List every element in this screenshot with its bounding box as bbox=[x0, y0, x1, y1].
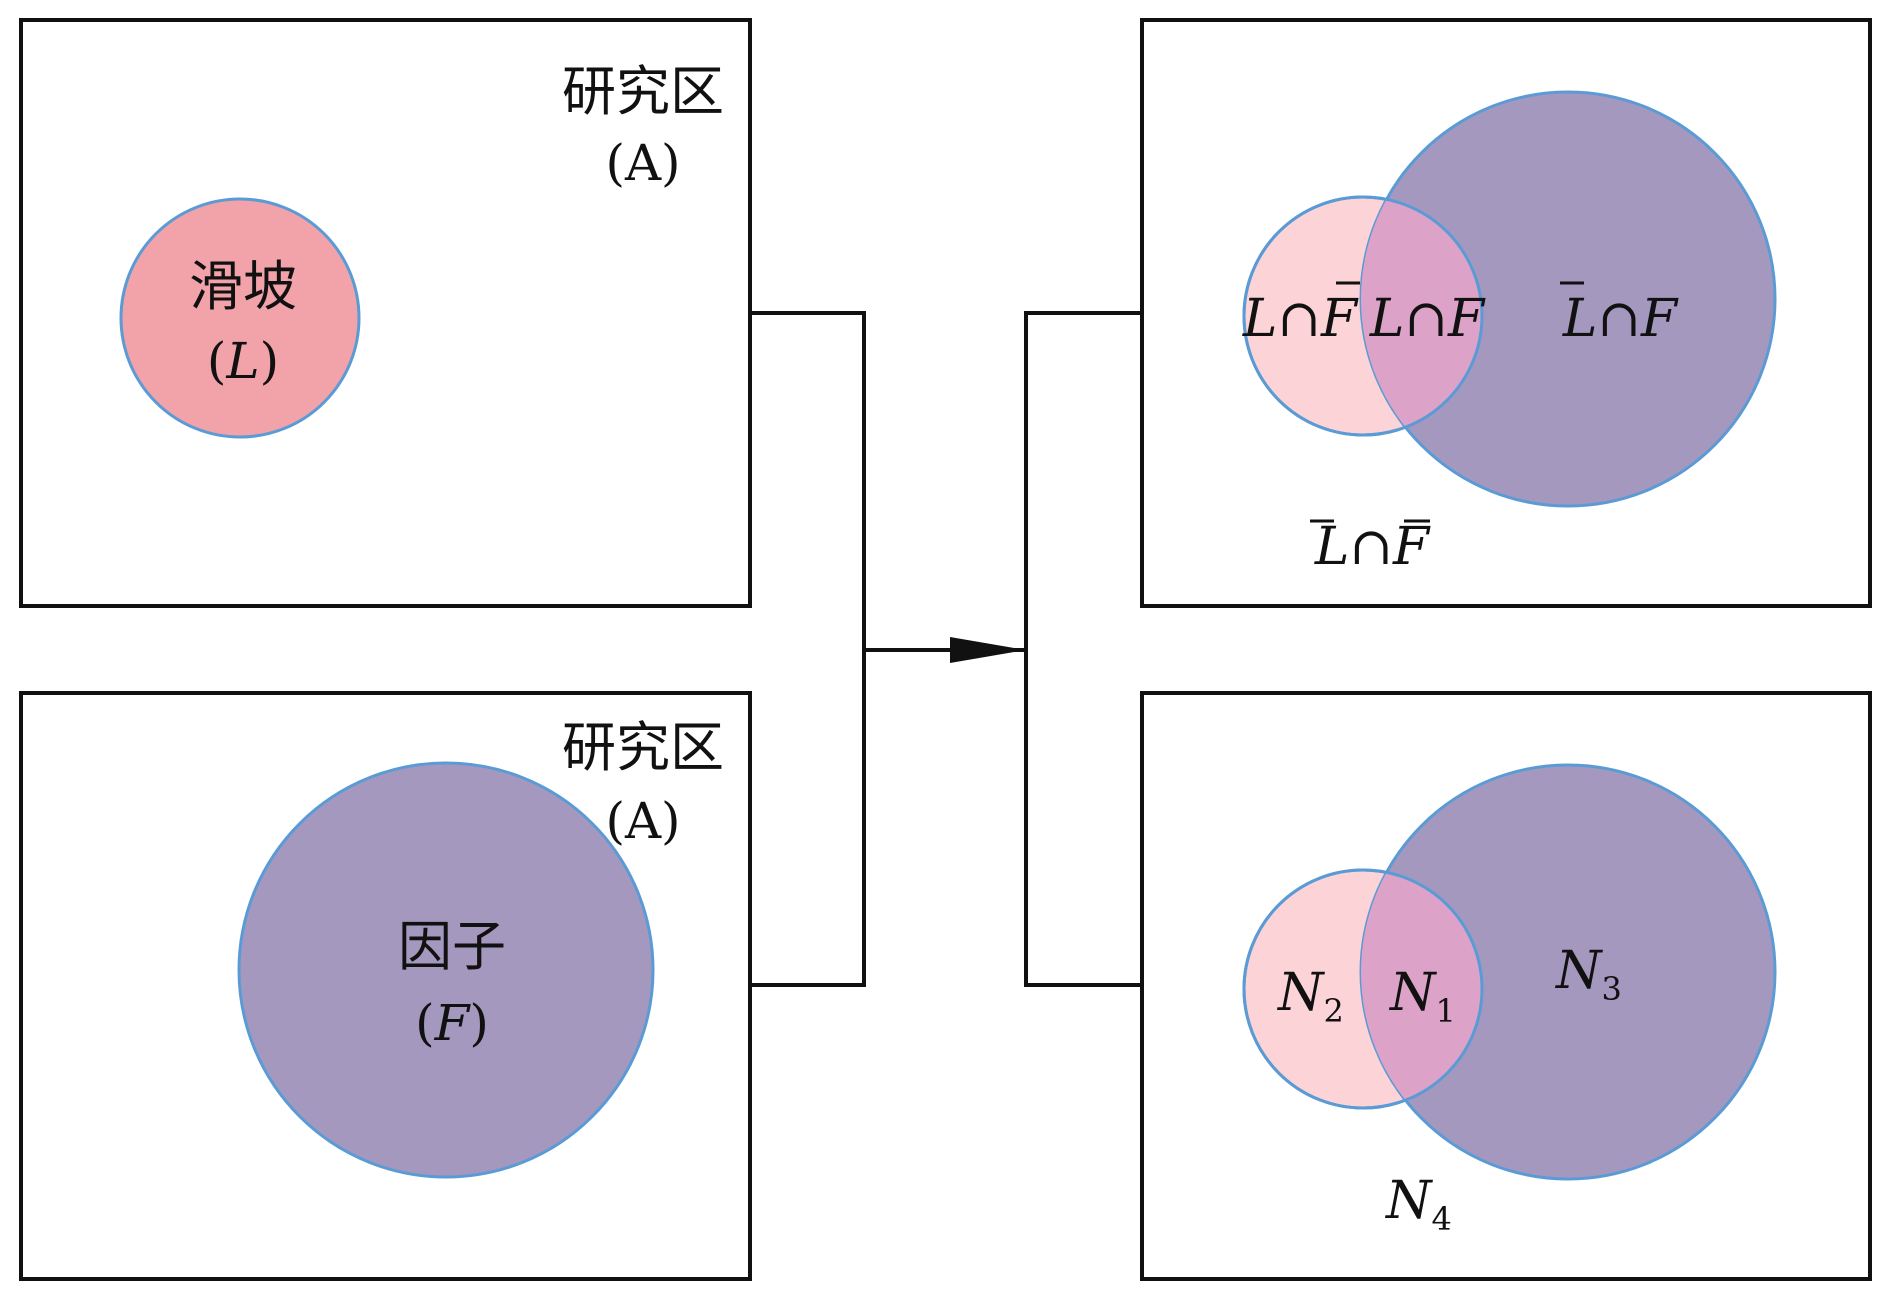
arrow-head-icon bbox=[950, 637, 1026, 663]
study-area-symbol: (A) bbox=[605, 792, 680, 850]
panel-counts: N2 N1 N3 N4 bbox=[1140, 691, 1872, 1281]
panel-set-notation: L∩F L∩F L∩F L∩F bbox=[1140, 18, 1872, 608]
label-n1: N1 bbox=[1388, 963, 1456, 1030]
factor-label: 因子 bbox=[398, 915, 506, 978]
study-area-label: 研究区 bbox=[562, 60, 724, 123]
landslide-symbol: (L) bbox=[207, 332, 279, 390]
factor-symbol: (F) bbox=[415, 994, 489, 1052]
landslide-outline bbox=[1242, 868, 1484, 1110]
landslide-outline bbox=[1242, 195, 1484, 437]
landslide-circle bbox=[119, 197, 361, 439]
study-area-label: 研究区 bbox=[562, 716, 724, 779]
connector-top-left bbox=[750, 311, 866, 987]
label-not-l-and-f: L∩F bbox=[1562, 289, 1679, 349]
label-l-and-not-f: L∩F bbox=[1242, 289, 1359, 349]
label-l-and-f: L∩F bbox=[1369, 289, 1486, 349]
landslide-label: 滑坡 bbox=[189, 255, 297, 318]
label-not-l-and-not-f: L∩F bbox=[1314, 517, 1431, 577]
panel-landslide: 研究区 (A) 滑坡 (L) bbox=[19, 18, 752, 608]
factor-circle bbox=[237, 761, 655, 1179]
merge-connector bbox=[750, 311, 1142, 987]
label-n3: N3 bbox=[1554, 941, 1622, 1008]
panel-factor: 研究区 (A) 因子 (F) bbox=[19, 691, 752, 1281]
study-area-symbol: (A) bbox=[605, 134, 680, 192]
label-n2: N2 bbox=[1276, 963, 1344, 1030]
connector-right bbox=[1024, 311, 1142, 987]
label-n4: N4 bbox=[1384, 1171, 1452, 1238]
